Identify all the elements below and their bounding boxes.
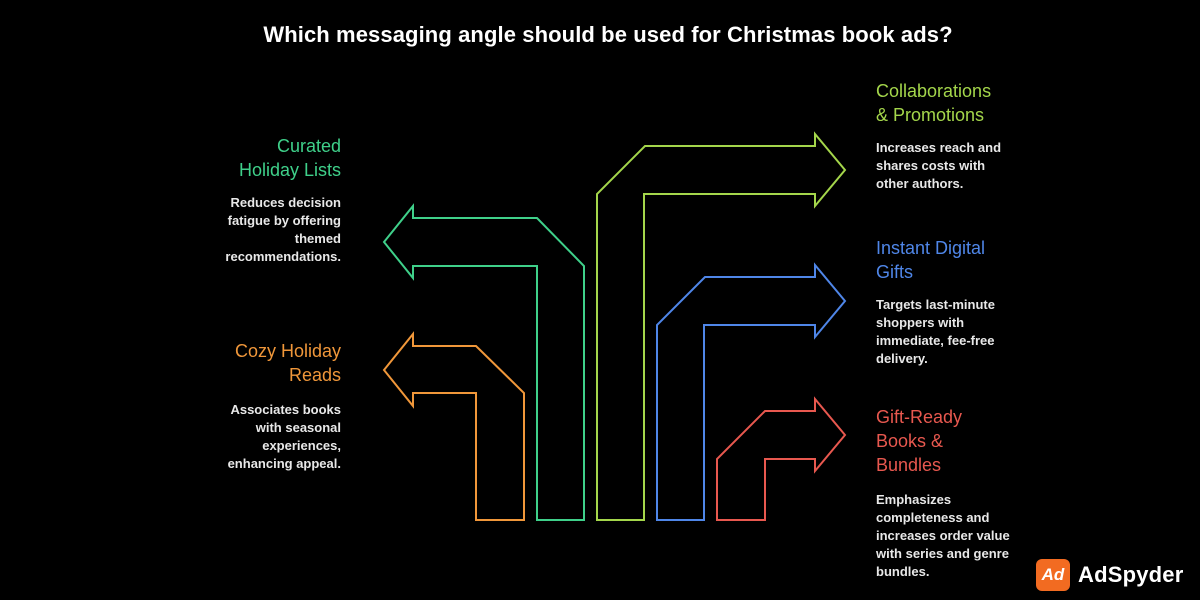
- arrow-collaborations-promotions: [596, 131, 847, 521]
- option-heading: Curated Holiday Lists: [238, 136, 341, 180]
- option-description: Reduces decision fatigue by offering the…: [225, 195, 341, 264]
- brand-name: AdSpyder: [1078, 562, 1184, 587]
- option-instant-digital-gifts: Instant Digital Gifts Targets last-minut…: [876, 236, 995, 368]
- brand-logo: Ad AdSpyder: [1036, 559, 1184, 591]
- option-heading: Cozy Holiday Reads: [234, 341, 341, 385]
- diagram-title: Which messaging angle should be used for…: [263, 22, 953, 47]
- option-gift-ready-books-bundles: Gift-Ready Books & Bundles Emphasizes co…: [876, 405, 1010, 581]
- option-description: Emphasizes completeness and increases or…: [876, 492, 1010, 579]
- option-description: Targets last-minute shoppers with immedi…: [876, 297, 995, 366]
- arrow-instant-digital-gifts: [656, 262, 847, 521]
- adspyder-logo-icon: Ad: [1036, 559, 1070, 591]
- option-heading: Gift-Ready Books & Bundles: [876, 407, 963, 475]
- option-heading: Collaborations & Promotions: [876, 81, 992, 125]
- option-collaborations-promotions: Collaborations & Promotions Increases re…: [876, 79, 1001, 193]
- option-description: Increases reach and shares costs with ot…: [876, 140, 1002, 191]
- arrow-cozy-holiday-reads: [382, 331, 525, 521]
- option-heading: Instant Digital Gifts: [876, 238, 986, 282]
- arrow-gift-ready-books: [716, 396, 847, 521]
- option-curated-holiday-lists: Curated Holiday Lists Reduces decision f…: [225, 134, 341, 266]
- option-cozy-holiday-reads: Cozy Holiday Reads Associates books with…: [228, 339, 341, 473]
- option-description: Associates books with seasonal experienc…: [227, 402, 341, 471]
- arrow-curated-holiday-lists: [382, 203, 585, 521]
